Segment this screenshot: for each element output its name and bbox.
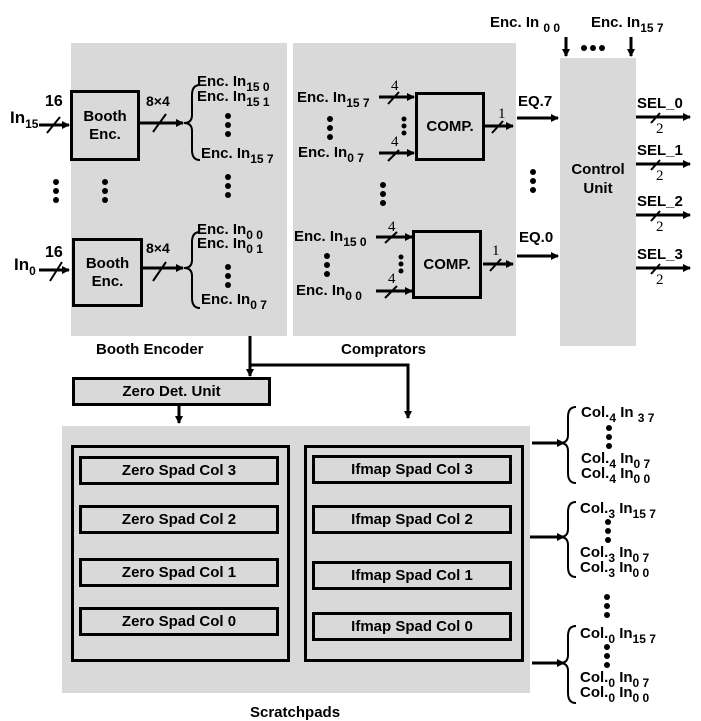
col3-line-b: Col.3 In0 7 [580, 544, 650, 565]
output-width-0: 8×4 [146, 240, 170, 256]
zero-spad-group [71, 445, 290, 662]
input-label-in0: In0 [14, 255, 36, 278]
output-width-15: 8×4 [146, 93, 170, 109]
ifmap-spad-col-2: Ifmap Spad Col 2 [312, 505, 512, 534]
ifmap-spad-col-3: Ifmap Spad Col 3 [312, 455, 512, 484]
comp7-in-width-b: 4 [391, 134, 399, 150]
sel0-width: 2 [656, 121, 664, 137]
comp0-in-width-a: 4 [388, 219, 396, 235]
sel3-label: SEL_3 [637, 246, 683, 263]
ifmap-spad-col-1: Ifmap Spad Col 1 [312, 561, 512, 590]
brace-booth0 [183, 231, 201, 309]
comp7-in-0-7: Enc. In0 7 [298, 144, 364, 165]
control-top-in-0-0: Enc. In 0 0 [490, 14, 561, 35]
comp0-in-0-0: Enc. In0 0 [296, 282, 362, 303]
ifmap-spad-group [304, 445, 524, 662]
col0-line-b: Col.0 In0 7 [580, 669, 650, 690]
zero-spad-col-1: Zero Spad Col 1 [79, 558, 279, 587]
sel3-width: 2 [656, 272, 664, 288]
col0-line-a: Col.0 In15 7 [580, 625, 656, 646]
control-unit-label: Control Unit [571, 161, 625, 197]
ifmap-spad-col-0: Ifmap Spad Col 0 [312, 612, 512, 641]
zero-det-unit: Zero Det. Unit [72, 377, 271, 406]
bus-width-in0: 16 [45, 244, 63, 261]
col3-line-a: Col.3 In15 7 [580, 500, 656, 521]
input-label-in15: In15 [10, 108, 39, 131]
brace-booth15 [183, 84, 201, 161]
booth-encoder-title: Booth Encoder [96, 341, 204, 358]
comp7-out-width: 1 [498, 106, 506, 122]
sel1-width: 2 [656, 168, 664, 184]
col4-line-a: Col.4 In 3 7 [581, 404, 655, 425]
eq0-label: EQ.0 [519, 229, 554, 246]
col4-line-b: Col.4 In0 7 [581, 450, 651, 471]
comp7-in-15-7: Enc. In15 7 [297, 89, 370, 110]
comparators-title: Comprators [341, 341, 427, 358]
brace-col4 [559, 406, 577, 484]
booth-enc-block-0: Booth Enc. [72, 238, 143, 307]
comp0-in-15-0: Enc. In15 0 [294, 228, 367, 249]
sel0-label: SEL_0 [637, 95, 683, 112]
sel2-label: SEL_2 [637, 193, 683, 210]
col4-line-c: Col.4 In0 0 [581, 465, 651, 486]
control-unit-block [560, 58, 636, 346]
brace-col3 [559, 501, 577, 578]
booth-enc-block-15: Booth Enc. [70, 90, 140, 161]
enc-out-15-0: Enc. In15 0 [197, 73, 270, 94]
control-top-in-15-7: Enc. In15 7 [591, 14, 664, 35]
bus-width-in15: 16 [45, 93, 63, 110]
comp7-in-width-a: 4 [391, 78, 399, 94]
comp0-out-width: 1 [492, 243, 500, 259]
zero-spad-col-2: Zero Spad Col 2 [79, 505, 279, 534]
sel2-width: 2 [656, 219, 664, 235]
zero-spad-col-0: Zero Spad Col 0 [79, 607, 279, 636]
eq7-label: EQ.7 [518, 93, 553, 110]
comparator-block-7: COMP. [415, 92, 485, 161]
col0-line-c: Col.0 In0 0 [580, 684, 650, 705]
brace-col0 [559, 625, 577, 704]
enc-out-15-7: Enc. In15 7 [201, 145, 274, 166]
enc-out-15-1: Enc. In15 1 [197, 88, 270, 109]
enc-out-0-7: Enc. In0 7 [201, 291, 267, 312]
zero-spad-col-3: Zero Spad Col 3 [79, 456, 279, 485]
sel1-label: SEL_1 [637, 142, 683, 159]
enc-out-0-0: Enc. In0 0 [197, 221, 263, 242]
comparator-block-0: COMP. [412, 230, 482, 299]
scratchpads-title: Scratchpads [250, 704, 341, 721]
comp0-in-width-b: 4 [388, 271, 396, 287]
enc-out-0-1: Enc. In0 1 [197, 235, 263, 256]
col3-line-c: Col.3 In0 0 [580, 559, 650, 580]
ellipsis-dots [53, 45, 612, 668]
